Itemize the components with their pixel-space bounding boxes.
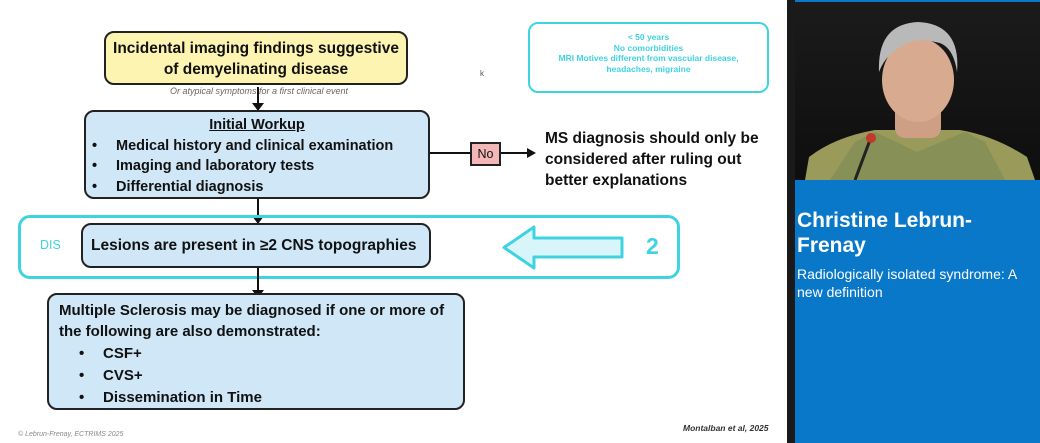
no-box: No bbox=[470, 142, 501, 166]
lesions-box: Lesions are present in ≥2 CNS topographi… bbox=[81, 223, 431, 268]
ms-criteria-box: Multiple Sclerosis may be diagnosed if o… bbox=[47, 293, 465, 410]
speaker-figure-icon bbox=[805, 22, 1035, 180]
arrow-right bbox=[501, 152, 529, 154]
atypical-symptoms-note: Or atypical symptoms for a first clinica… bbox=[170, 86, 349, 96]
cyan-arrow-left-icon bbox=[502, 225, 624, 270]
workup-item: Differential diagnosis bbox=[92, 177, 420, 198]
criteria-item: Dissemination in Time bbox=[79, 387, 453, 409]
initial-workup-list: Medical history and clinical examination… bbox=[92, 136, 420, 198]
initial-workup-box: Initial Workup Medical history and clini… bbox=[84, 110, 430, 199]
footer-copyright: © Lebrun-Frenay, ECTRIMS 2025 bbox=[18, 431, 124, 438]
talk-title: Radiologically isolated syndrome: A new … bbox=[797, 266, 1017, 300]
presentation-slide: Incidental imaging findings suggestive o… bbox=[0, 0, 787, 443]
dis-label: DIS bbox=[40, 238, 61, 252]
criteria-note-line2: No comorbidities bbox=[613, 42, 684, 53]
speaker-name: Christine Lebrun-Frenay bbox=[797, 209, 973, 257]
arrow-down-3 bbox=[252, 268, 264, 298]
arrow-down-2 bbox=[252, 199, 264, 224]
speaker-video bbox=[795, 2, 1040, 180]
criteria-item: CSF+ bbox=[79, 343, 453, 365]
arrow-right-head bbox=[527, 148, 536, 158]
cursor-mark: k bbox=[480, 69, 484, 78]
arrow-down-1 bbox=[252, 87, 264, 111]
criteria-note-line1: < 50 years bbox=[627, 32, 670, 42]
ms-criteria-title: Multiple Sclerosis may be diagnosed if o… bbox=[59, 302, 445, 340]
workup-item: Medical history and clinical examination bbox=[92, 136, 420, 157]
criteria-note-line4: headaches, migraine bbox=[606, 63, 691, 74]
ms-criteria-list: CSF+ CVS+ Dissemination in Time bbox=[59, 343, 453, 409]
incidental-findings-text: Incidental imaging findings suggestive o… bbox=[113, 40, 399, 78]
criteria-item: CVS+ bbox=[79, 365, 453, 387]
initial-workup-title: Initial Workup bbox=[209, 117, 305, 133]
incidental-findings-box: Incidental imaging findings suggestive o… bbox=[104, 31, 408, 85]
workup-item: Imaging and laboratory tests bbox=[92, 156, 420, 177]
ms-diagnosis-note: MS diagnosis should only be considered a… bbox=[545, 130, 759, 189]
number-label: 2 bbox=[646, 233, 659, 259]
connector-line bbox=[430, 152, 470, 154]
no-label: No bbox=[477, 147, 494, 161]
lesions-text: Lesions are present in ≥2 CNS topographi… bbox=[91, 237, 417, 254]
criteria-note-line3: MRI Motives different from vascular dise… bbox=[558, 53, 739, 63]
criteria-note-box: < 50 years No comorbidities MRI Motives … bbox=[528, 22, 769, 93]
dis-frame bbox=[18, 215, 680, 279]
citation: Montalban et al, 2025 bbox=[683, 423, 769, 433]
